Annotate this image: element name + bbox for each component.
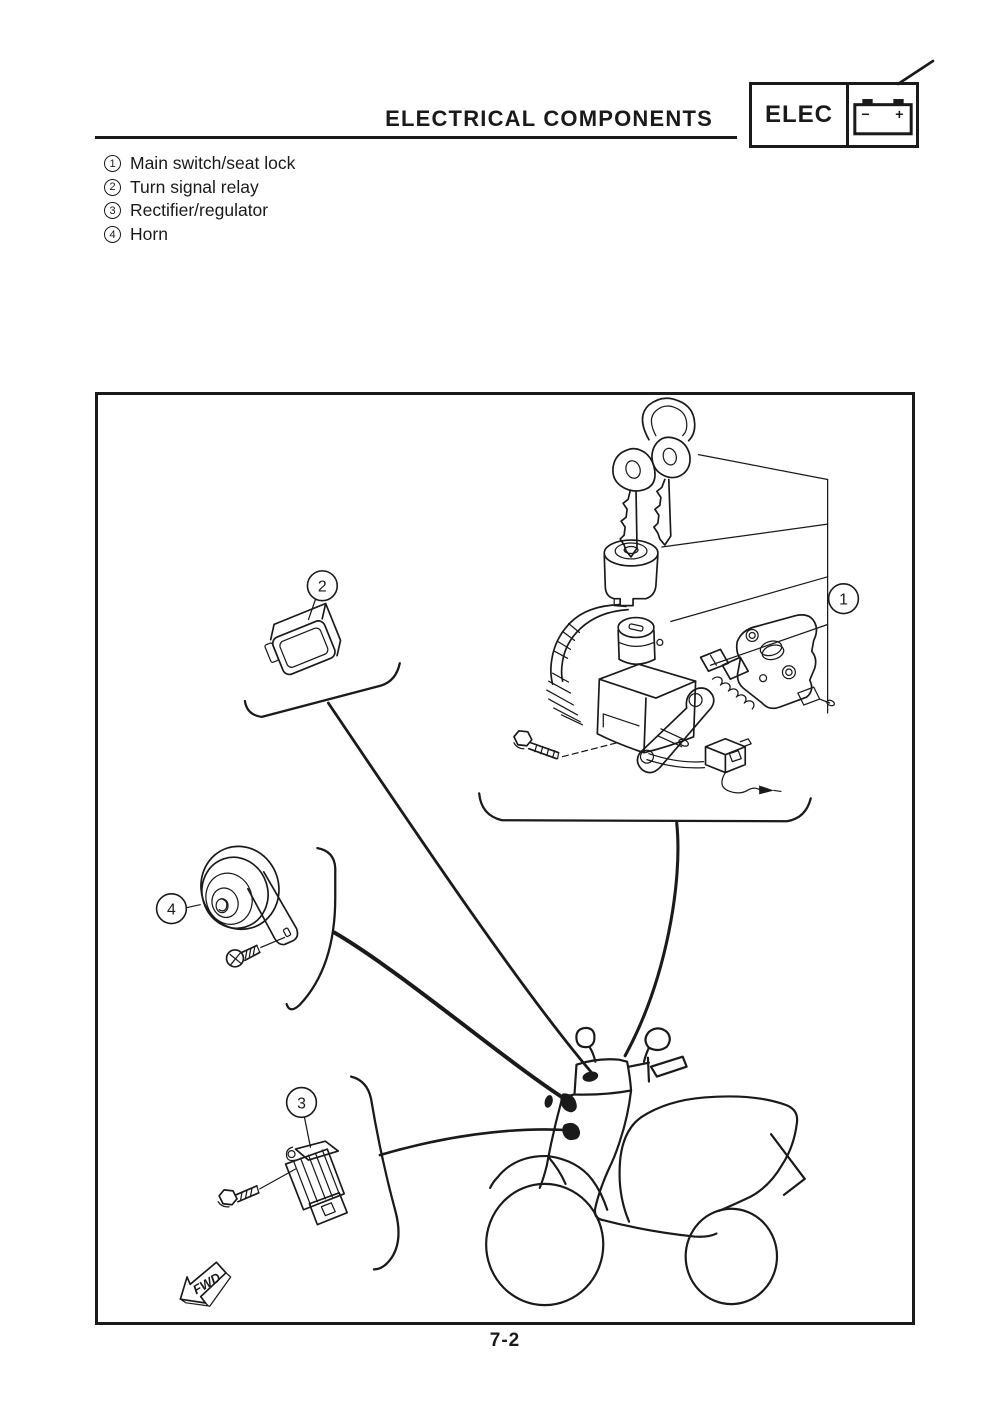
- exploded-parts-figure: 1 2: [95, 392, 915, 1325]
- callout-number-1: 1: [839, 592, 848, 609]
- battery-plus-sign: +: [895, 106, 903, 122]
- rectifier-regulator: 3: [217, 1075, 571, 1271]
- callout-1-leader-lines: [661, 453, 829, 714]
- legend-item-main-switch: 1 Main switch/seat lock: [104, 152, 295, 176]
- callout-2-connector-line: [326, 701, 595, 1076]
- legend-number-4: 4: [104, 226, 121, 244]
- callout-circle-3: [285, 1086, 318, 1119]
- callout-number-3: 3: [297, 1095, 306, 1112]
- legend-label-4: Horn: [130, 224, 168, 245]
- legend-label-1: Main switch/seat lock: [130, 153, 296, 174]
- parts-legend: 1 Main switch/seat lock 2 Turn signal re…: [104, 152, 295, 246]
- header-rule: [95, 136, 737, 139]
- fwd-arrow-icon: FWD: [179, 1261, 232, 1307]
- component-spot-head: [582, 1071, 599, 1082]
- horn: 4: [155, 845, 568, 1102]
- page-title: ELECTRICAL COMPONENTS: [385, 106, 713, 131]
- main-switch-body: [596, 616, 697, 754]
- page-number: 7-2: [489, 1330, 521, 1351]
- switch-bolt: [513, 729, 618, 760]
- chapter-badge-label: ELEC: [752, 85, 849, 145]
- callout-3-bracket: [349, 1075, 400, 1271]
- callout-1-bracket: [478, 792, 812, 823]
- seat-lock-cable: [546, 603, 629, 726]
- legend-number-2: 2: [104, 178, 121, 196]
- component-spot-middle: [560, 1093, 577, 1113]
- seat-lock-cylinder: [603, 539, 659, 608]
- scooter: [485, 1026, 806, 1307]
- legend-label-3: Rectifier/regulator: [130, 200, 269, 221]
- wire-connector: [646, 737, 782, 795]
- callout-number-4: 4: [167, 902, 176, 919]
- callout-circle-1: [827, 582, 860, 615]
- parts-diagram-svg: 1 2: [155, 397, 860, 1307]
- callout-number-2: 2: [318, 579, 327, 596]
- legend-item-horn: 4 Horn: [104, 223, 295, 247]
- turn-signal-relay: 2: [243, 570, 595, 1076]
- legend-number-3: 3: [104, 202, 121, 220]
- seat-lock-assembly: [699, 614, 836, 710]
- callout-3-connector-line: [378, 1128, 571, 1157]
- callout-4-connector-line: [332, 930, 568, 1102]
- callout-1-connector-line: [623, 821, 680, 1058]
- keys-illustration: [612, 397, 696, 558]
- fwd-label: FWD: [190, 1270, 223, 1298]
- chapter-badge: ELEC − +: [749, 82, 919, 148]
- mounting-plate: [636, 687, 715, 774]
- component-spot-left: [544, 1095, 553, 1108]
- battery-minus-sign: −: [861, 106, 869, 122]
- callout-circle-2: [306, 570, 339, 602]
- callout-4-bracket: [285, 846, 337, 1011]
- page-corner-tick: [896, 59, 935, 86]
- legend-number-1: 1: [104, 155, 121, 173]
- legend-label-2: Turn signal relay: [130, 176, 259, 197]
- legend-item-turn-signal-relay: 2 Turn signal relay: [104, 176, 295, 200]
- callout-circle-4: [155, 892, 188, 925]
- battery-icon: − +: [849, 85, 916, 145]
- component-spot-lower: [562, 1122, 581, 1141]
- callout-2-bracket: [243, 662, 401, 719]
- legend-item-rectifier: 3 Rectifier/regulator: [104, 199, 295, 223]
